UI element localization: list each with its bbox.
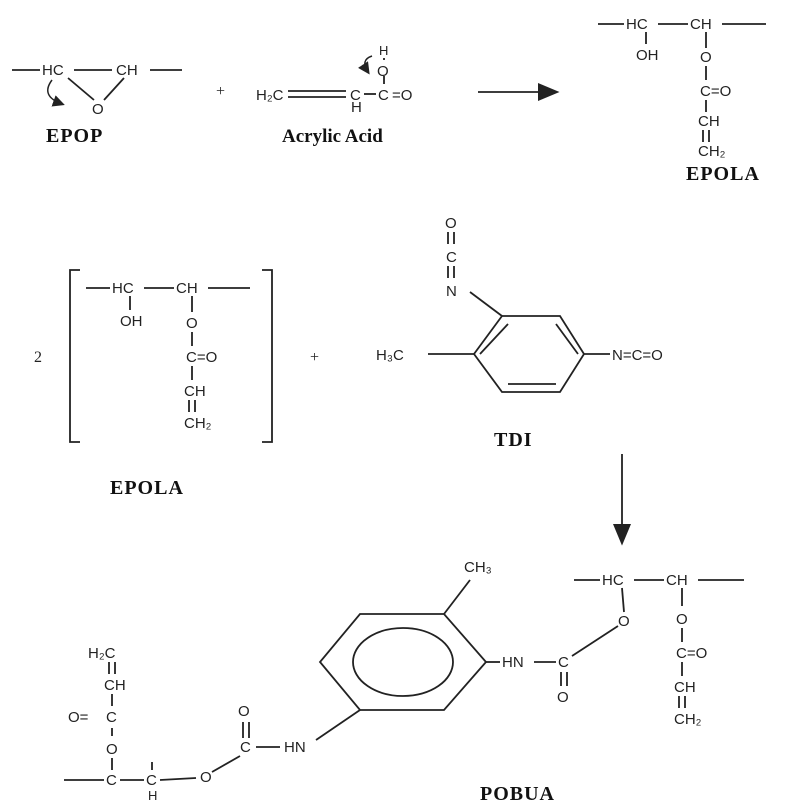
pobua-o-eq-left: O= [68,709,89,726]
pobua-ester-o-left: O [106,741,118,758]
acrylic-acid-structure: H₂C C H C =O O H [256,43,412,116]
pobua-h-left: H [148,788,157,803]
acrylic-acid-label: Acrylic Acid [282,126,383,147]
pobua-carbonyl-right: C=O [676,645,707,662]
epola-reactant-structure: HC CH OH O C=O CH CH₂ [86,280,250,432]
tdi-c: C [446,249,457,266]
pobua-urethane-o-right: O [557,689,569,706]
tdi-label: TDI [494,429,533,451]
stoich-coefficient: 2 [34,349,42,366]
plus-2: + [310,349,319,366]
bracket-right [262,269,273,443]
acid-o: O [377,63,389,80]
pobua-hn-right: HN [502,654,524,671]
pobua-ether-o-left: O [200,769,212,786]
pobua-urethane-c-left: C [240,739,251,756]
acid-eq-o: =O [392,87,412,104]
epola-reactant-label: EPOLA [110,477,184,499]
epola2-oh: OH [120,313,143,330]
pobua-ch3: CH₃ [464,559,492,576]
acid-h2c: H₂C [256,87,284,104]
pobua-ether-o-right: O [618,613,630,630]
plus-1: + [216,83,225,100]
bracket-left [69,269,80,443]
pobua-vinyl-ch2-right: CH₂ [674,711,702,728]
epola-ch: CH [690,16,712,33]
epola-carbonyl: C=O [700,83,731,100]
pobua-hc-right: HC [602,572,624,589]
pobua-urethane-o-left: O [238,703,250,720]
pobua-hn-left: HN [284,739,306,756]
epola-hc: HC [626,16,648,33]
pobua-urethane-c-right: C [558,654,569,671]
epop-structure: HC CH O [12,62,182,118]
tdi-n: N [446,283,457,300]
pobua-c-left: C [106,772,117,789]
tdi-o: O [445,215,457,232]
acid-c: C [350,87,361,104]
epola-vinyl-ch: CH [698,113,720,130]
pobua-c-left2: C [146,772,157,789]
epola2-ester-o: O [186,315,198,332]
epola-vinyl-ch2: CH₂ [698,143,726,160]
pobua-structure: CH₃ HN C O O HC CH O C=O CH CH₂ HN C O O [64,559,744,803]
epola2-ch: CH [176,280,198,297]
pobua-label: POBUA [480,783,555,804]
epop-hc: HC [42,62,64,79]
epola2-hc: HC [112,280,134,297]
epop-curved-arrow [47,79,65,107]
acid-h: H [351,99,362,116]
pobua-vinyl-h2c-left: H₂C [88,645,116,662]
epop-ch: CH [116,62,138,79]
acid-carbonyl-c: C [378,87,389,104]
epola2-vinyl-ch2: CH₂ [184,415,212,432]
acid-oh-h: H [379,43,388,58]
epola-oh: OH [636,47,659,64]
pobua-ch-right: CH [666,572,688,589]
epop-o: O [92,101,104,118]
epola2-carbonyl: C=O [186,349,217,366]
epop-label: EPOP [46,125,103,147]
pobua-ring-inner [352,627,454,697]
pobua-carbonyl-c-left: C [106,709,117,726]
tdi-ring [472,315,586,393]
pobua-ester-o-right: O [676,611,688,628]
acid-curved-arrow [358,55,373,75]
epola-product-label: EPOLA [686,163,760,185]
tdi-h3c: H₃C [376,347,404,364]
tdi-nco-right: N=C=O [612,347,663,364]
epola-product-structure: HC CH OH O C=O CH CH₂ [598,16,766,160]
epola2-vinyl-ch: CH [184,383,206,400]
tdi-structure: H₃C N=C=O N C O [376,215,663,393]
pobua-vinyl-ch-left: CH [104,677,126,694]
pobua-vinyl-ch-right: CH [674,679,696,696]
epola-ester-o: O [700,49,712,66]
